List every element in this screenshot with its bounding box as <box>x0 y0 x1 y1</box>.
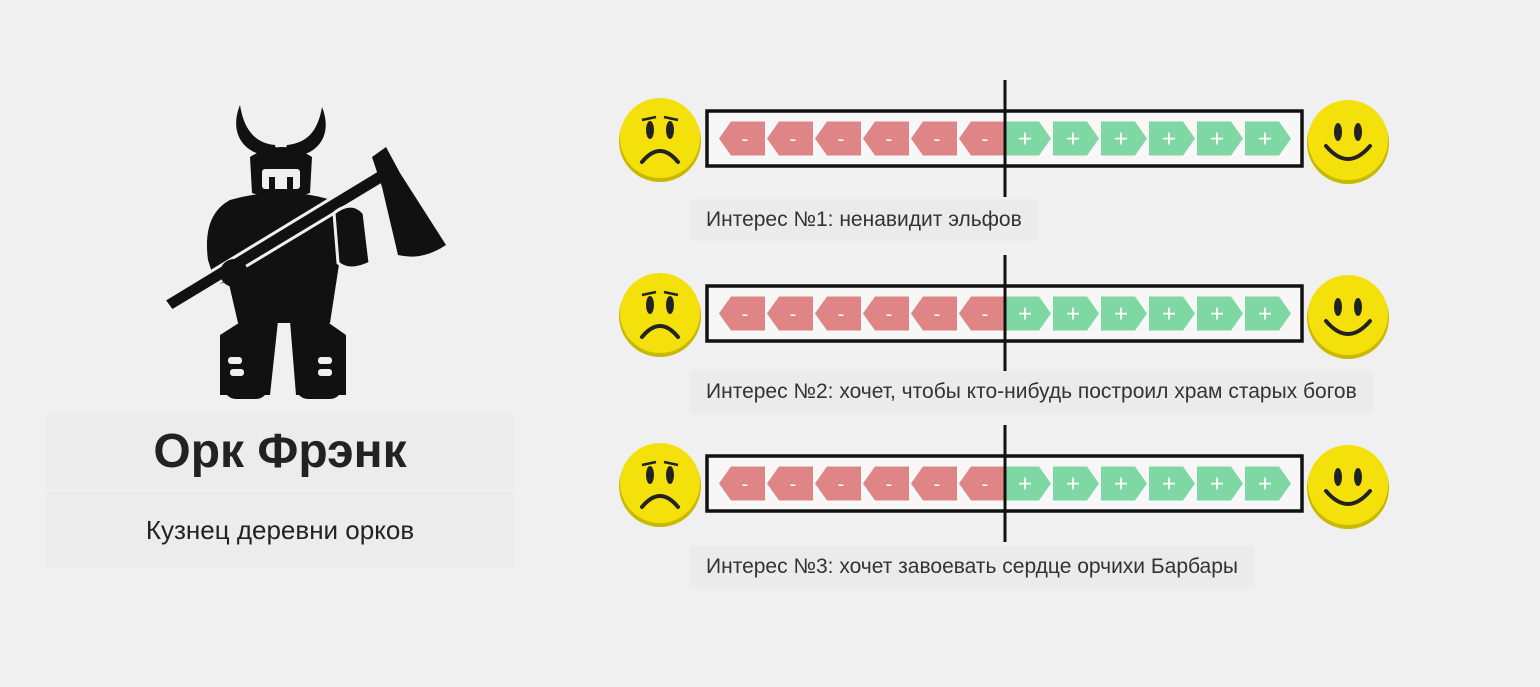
negative-step-label: - <box>982 129 989 151</box>
positive-step-label: + <box>1066 301 1080 328</box>
negative-step <box>863 121 909 156</box>
scale-graphic: - - - - - - + + + + + + <box>619 425 1389 542</box>
positive-step <box>1005 121 1051 156</box>
negative-step <box>719 466 765 501</box>
positive-step <box>1245 121 1291 156</box>
orc-figure-icon <box>150 95 460 410</box>
character-role: Кузнец деревни орков <box>145 514 415 545</box>
negative-step-label: - <box>838 304 845 326</box>
negative-step-label: - <box>934 129 941 151</box>
positive-step-label: + <box>1066 126 1080 153</box>
negative-step <box>959 121 1005 156</box>
scale-graphic: - - - - - - + + + + + + <box>619 80 1389 197</box>
negative-step <box>959 296 1005 331</box>
negative-step-label: - <box>886 304 893 326</box>
scale-graphic: - - - - - - + + + + + + <box>619 255 1389 372</box>
interest-scale-3: - - - - - - + + + + + + <box>615 425 1395 545</box>
negative-step <box>767 296 813 331</box>
negative-step-label: - <box>742 129 749 151</box>
positive-step-label: + <box>1114 301 1128 328</box>
negative-step <box>767 121 813 156</box>
sad-face-icon <box>619 443 701 527</box>
interest-label-2: Интерес №2: хочет, чтобы кто-нибудь пост… <box>690 371 1373 413</box>
positive-step-label: + <box>1018 126 1032 153</box>
positive-step-label: + <box>1162 301 1176 328</box>
negative-step-label: - <box>838 129 845 151</box>
negative-step <box>767 466 813 501</box>
positive-step <box>1149 296 1195 331</box>
negative-step <box>719 121 765 156</box>
interest-label-3: Интерес №3: хочет завоевать сердце орчих… <box>690 546 1255 588</box>
happy-face-icon <box>1307 275 1389 359</box>
negative-step-label: - <box>886 474 893 496</box>
positive-step-label: + <box>1210 126 1224 153</box>
positive-step <box>1149 121 1195 156</box>
positive-step <box>1053 466 1099 501</box>
negative-step-label: - <box>982 474 989 496</box>
negative-step-label: - <box>742 304 749 326</box>
positive-step <box>1053 296 1099 331</box>
negative-step-label: - <box>790 129 797 151</box>
happy-face-icon <box>1307 100 1389 184</box>
character-role-box: Кузнец деревни орков <box>46 492 514 568</box>
positive-step-label: + <box>1162 471 1176 498</box>
positive-step <box>1245 296 1291 331</box>
positive-step <box>1101 121 1147 156</box>
positive-step <box>1005 466 1051 501</box>
positive-step-label: + <box>1114 471 1128 498</box>
negative-step <box>815 296 861 331</box>
positive-step-label: + <box>1210 301 1224 328</box>
negative-step <box>911 296 957 331</box>
negative-step-label: - <box>886 129 893 151</box>
positive-step-label: + <box>1114 126 1128 153</box>
negative-step <box>911 121 957 156</box>
negative-step <box>863 296 909 331</box>
negative-step-label: - <box>790 304 797 326</box>
positive-step-label: + <box>1258 301 1272 328</box>
negative-step <box>815 466 861 501</box>
positive-step-label: + <box>1258 471 1272 498</box>
positive-step <box>1005 296 1051 331</box>
negative-step-label: - <box>982 304 989 326</box>
character-name-box: Орк Фрэнк <box>46 413 514 489</box>
negative-step <box>863 466 909 501</box>
positive-step <box>1101 466 1147 501</box>
positive-step-label: + <box>1258 126 1272 153</box>
negative-step <box>911 466 957 501</box>
positive-step <box>1149 466 1195 501</box>
interest-label-1: Интерес №1: ненавидит эльфов <box>690 199 1038 241</box>
sad-face-icon <box>619 273 701 357</box>
interest-scale-2: - - - - - - + + + + + + <box>615 255 1395 375</box>
negative-step <box>815 121 861 156</box>
positive-step-label: + <box>1162 126 1176 153</box>
positive-step-label: + <box>1018 471 1032 498</box>
positive-step-label: + <box>1210 471 1224 498</box>
character-name: Орк Фрэнк <box>153 424 407 478</box>
negative-step-label: - <box>790 474 797 496</box>
sad-face-icon <box>619 98 701 182</box>
negative-step-label: - <box>934 474 941 496</box>
negative-step <box>959 466 1005 501</box>
positive-step <box>1197 121 1243 156</box>
negative-step-label: - <box>742 474 749 496</box>
negative-step <box>719 296 765 331</box>
positive-step-label: + <box>1018 301 1032 328</box>
positive-step <box>1197 466 1243 501</box>
interest-scale-1: - - - - - - + + + + + + <box>615 80 1395 200</box>
negative-step-label: - <box>934 304 941 326</box>
positive-step-label: + <box>1066 471 1080 498</box>
negative-step-label: - <box>838 474 845 496</box>
positive-step <box>1101 296 1147 331</box>
positive-step <box>1053 121 1099 156</box>
positive-step <box>1245 466 1291 501</box>
positive-step <box>1197 296 1243 331</box>
happy-face-icon <box>1307 445 1389 529</box>
